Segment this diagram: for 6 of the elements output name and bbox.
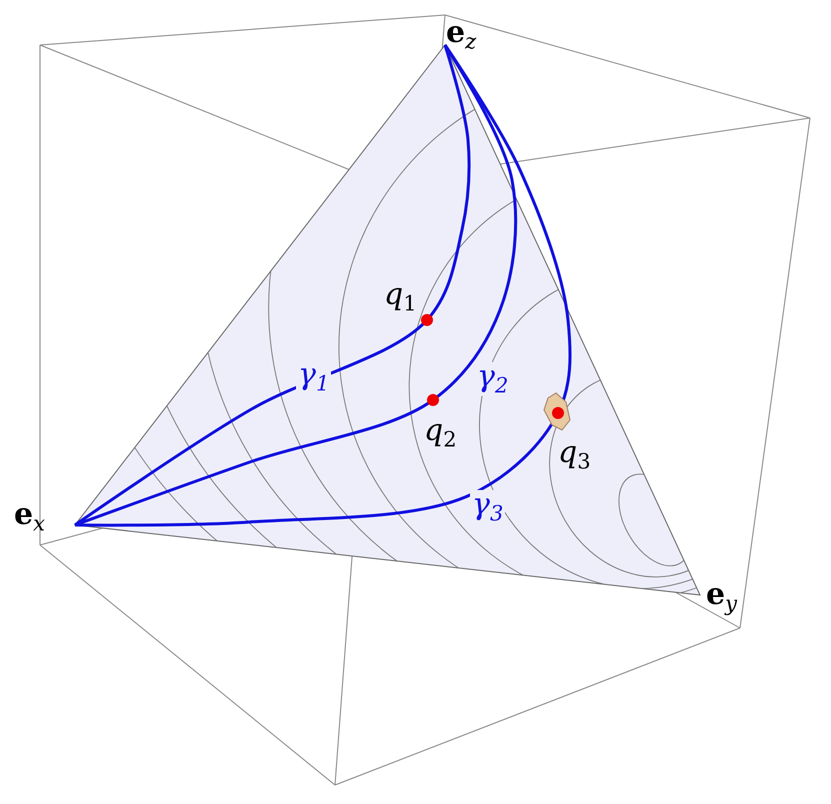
vertex-label: e$_{y}$	[706, 580, 737, 614]
point-label: q$_{2}$	[424, 416, 457, 450]
point-label: q$_{1}$	[384, 280, 417, 314]
vertex-label: e$_{z}$	[446, 18, 476, 52]
point-label: q$_{3}$	[558, 438, 591, 472]
vertex-label: e$_{x}$	[14, 500, 45, 534]
